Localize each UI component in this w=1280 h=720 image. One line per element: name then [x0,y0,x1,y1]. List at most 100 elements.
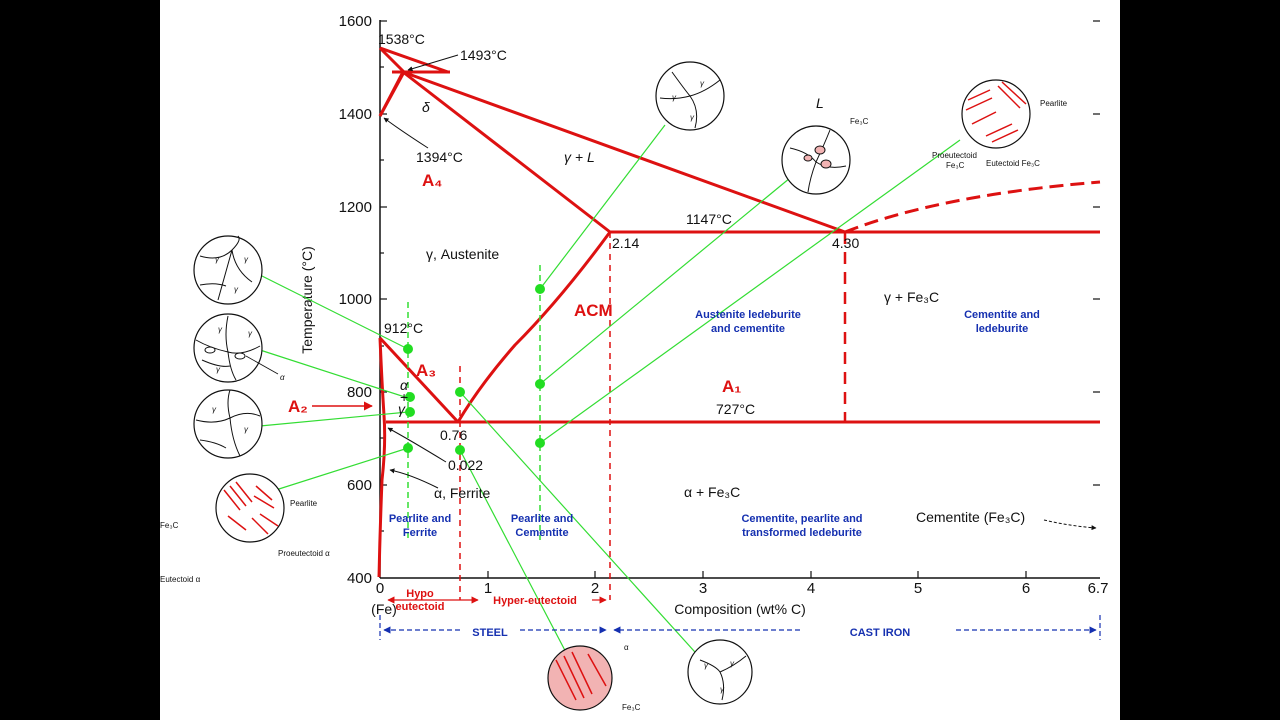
region-austenite-ledeburite-1: Austenite ledeburite [695,309,801,321]
label-1538: 1538°C [378,31,425,47]
region-pearlite-cementite-1: Pearlite and [511,513,573,525]
grain-gamma: γ [672,93,677,102]
region-cementite-pearlite-1: Cementite, pearlite and [741,513,862,525]
grain-gamma: γ [244,425,249,434]
y-tick-1200: 1200 [339,199,372,216]
micrograph-austenite-bottom: γ γ γ [687,639,753,705]
range-cast-iron: CAST IRON [850,627,911,639]
x-tick-5: 5 [914,580,922,597]
label-eutectoid-fe3c: Eutectoid Fe₃C [986,159,1040,168]
phase-diagram: 1600 1400 1200 1000 800 600 400 0 1 2 3 … [160,13,1109,712]
grain-gamma: γ [216,365,221,374]
grain-gamma: γ [690,113,695,122]
grain-gamma: γ [212,405,217,414]
label-eutectoid-alpha: Eutectoid α [160,575,201,584]
steel-castiron-bar [379,615,1101,640]
range-steel: STEEL [472,627,508,639]
arrow-ferrite [389,468,439,489]
range-hypo-1: Hypo [406,588,434,600]
grain-gamma: γ [234,285,239,294]
region-cementite-ledeburite-2: ledeburite [976,323,1029,335]
micrograph-alpha-gamma: γ γ [193,389,263,459]
x-tick-1: 1 [484,580,492,597]
grain-gamma: γ [704,661,709,670]
arrow-0022 [387,427,447,463]
phase-gamma-fe3c: γ + Fe₃C [884,289,939,305]
grain-gamma: γ [700,79,705,88]
label-a1: A₁ [722,377,741,396]
x-tick-4: 4 [807,580,815,597]
composition-lines [407,265,541,540]
micrograph-alpha-forming: γ γ γ α [193,313,285,383]
grain-gamma: γ [244,255,249,264]
y-axis-label: Temperature (°C) [299,246,315,354]
phase-liquid: L [816,95,824,111]
label-alpha-micrograph: α [280,373,285,382]
tie-lines [259,124,961,673]
region-pearlite-cementite-2: Cementite [515,527,568,539]
range-hypo-2: eutectoid [396,601,445,613]
phase-gamma-small: γ [398,401,406,417]
phase-plus-small: + [400,389,408,405]
micrograph-pearlite-cementite: Pearlite Proeutectoid Fe₃C Eutectoid Fe₃… [932,79,1068,170]
y-tick-1400: 1400 [339,106,372,123]
label-pearlite-micro: Pearlite [290,499,318,508]
label-fe3c-bottom: Fe₃C [622,703,641,712]
phase-alpha-small: α [400,377,409,393]
grain-gamma: γ [215,255,220,264]
x-axis-label: Composition (wt% C) [674,601,805,617]
micrograph-ferrite-pearlite: Pearlite Fe₃C Eutectoid α Proeutectoid α [160,473,330,584]
x-tick-0: 0 [376,580,384,597]
x-tick-3: 3 [699,580,707,597]
label-0-76: 0.76 [440,427,467,443]
label-fe3c-micro: Fe₃C [160,521,179,530]
label-1394: 1394°C [416,149,463,165]
liquidus-dashed [844,180,1101,234]
label-fe3c-micro-2: Fe₃C [850,117,869,126]
arrow-1493 [407,54,459,72]
phase-cementite: Cementite (Fe₃C) [916,509,1025,525]
arrow-cementite [1043,519,1097,531]
label-1493: 1493°C [460,47,507,63]
state-markers [403,284,545,455]
label-proeutectoid-fe3c-1: Proeutectoid [932,151,977,160]
y-tick-600: 600 [347,477,372,494]
phase-ferrite: α, Ferrite [434,485,491,501]
diagram-paper: 1600 1400 1200 1000 800 600 400 0 1 2 3 … [160,0,1120,720]
x-origin-label: (Fe) [371,601,397,617]
phase-gamma-l: γ + L [564,149,595,165]
phase-delta: δ [422,99,430,115]
label-proeutectoid-alpha: Proeutectoid α [278,549,330,558]
x-tick-6-7: 6.7 [1088,580,1109,597]
y-tick-1000: 1000 [339,291,372,308]
label-proeutectoid-fe3c-2: Fe₃C [946,161,965,170]
label-912: 912°C [384,320,423,336]
range-hyper: Hyper-eutectoid [493,595,577,607]
y-tick-400: 400 [347,570,372,587]
grain-gamma: γ [730,659,735,668]
grain-gamma: γ [248,329,253,338]
label-alpha-bottom: α [624,643,629,652]
label-4-30: 4.30 [832,235,859,251]
label-2-14: 2.14 [612,235,639,251]
region-austenite-ledeburite-2: and cementite [711,323,785,335]
micrograph-pearlite-bottom: α Fe₃C [547,643,641,712]
label-acm: ACM [574,301,613,320]
x-tick-2: 2 [591,580,599,597]
arrow-1394 [383,117,429,149]
y-tick-800: 800 [347,384,372,401]
micrograph-austenite-top: γ γ γ [655,61,725,131]
region-pearlite-ferrite-1: Pearlite and [389,513,451,525]
label-a2: A₂ [288,397,308,416]
label-pearlite-micro-2: Pearlite [1040,99,1068,108]
y-tick-1600: 1600 [339,13,372,30]
label-727: 727°C [716,401,755,417]
grain-gamma: γ [218,325,223,334]
region-cementite-pearlite-2: transformed ledeburite [742,527,862,539]
region-cementite-ledeburite-1: Cementite and [964,309,1040,321]
label-a4: A₄ [422,171,442,190]
label-0-022: 0.022 [448,457,483,473]
phase-alpha-fe3c: α + Fe₃C [684,484,740,500]
label-a3: A₃ [416,361,436,380]
x-tick-6: 6 [1022,580,1030,597]
